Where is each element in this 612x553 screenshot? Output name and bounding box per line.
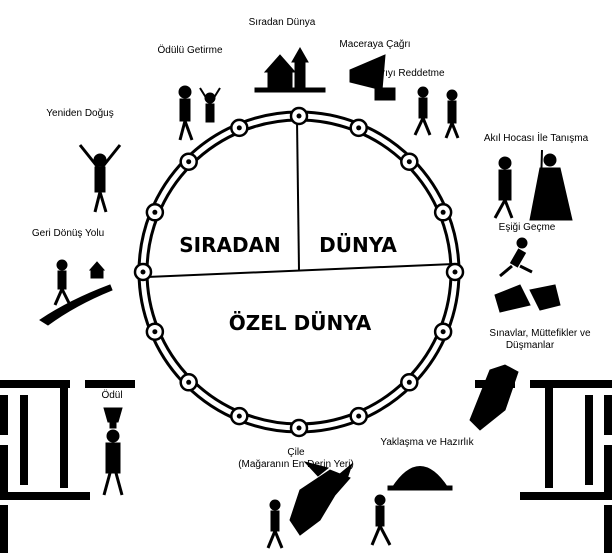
label-tests-line2: Düşmanlar: [506, 340, 555, 351]
horn-illustration: [349, 54, 396, 101]
label-return-elixir: Ödülü Getirme: [157, 44, 222, 56]
special-world-title: ÖZEL DÜNYA: [229, 311, 372, 335]
stage-node-dot: [452, 269, 458, 275]
refusal-figures-illustration: [413, 86, 460, 139]
stage-node-dot: [152, 209, 158, 215]
return-elixir-illustration: [178, 85, 221, 141]
threshold-illustration: [494, 237, 561, 313]
label-refusal: Çağrıyı Reddetme: [363, 68, 445, 79]
label-tests-line1: Sınavlar, Müttefikler ve: [489, 328, 591, 339]
label-ordeal-line1: Çile: [287, 447, 305, 458]
label-ordeal-line2: (Mağaranın En Derin Yeri): [238, 459, 354, 470]
cave-illustration: [387, 466, 453, 491]
stage-node-dot: [440, 209, 446, 215]
stage-node-dot: [406, 379, 412, 385]
dragon-illustration: [266, 461, 354, 549]
label-ordinary-world: Sıradan Dünya: [249, 17, 316, 28]
stage-node-dot: [296, 113, 302, 119]
ordinary-left-title: SIRADAN: [179, 233, 281, 257]
stage-node-dot: [440, 329, 446, 335]
stage-node-dot: [356, 413, 362, 419]
road-back-illustration: [39, 259, 113, 326]
stage-node-dot: [406, 159, 412, 165]
stage-node-dot: [186, 159, 192, 165]
divider-line: [296, 119, 300, 271]
cliff-illustration: [469, 364, 519, 431]
stage-node-dot: [152, 329, 158, 335]
resurrection-illustration: [78, 144, 122, 213]
stage-node-dot: [186, 379, 192, 385]
ordinary-right-title: DÜNYA: [319, 233, 397, 257]
label-call-to-adventure: Maceraya Çağrı: [339, 39, 410, 50]
stage-node-dot: [356, 125, 362, 131]
dashed-border: [0, 380, 612, 553]
label-crossing-threshold: Eşiği Geçme: [499, 222, 556, 233]
label-meeting-mentor: Akıl Hocası İle Tanışma: [484, 131, 589, 144]
stage-nodes: [133, 106, 465, 438]
label-reward: Ödül: [101, 389, 122, 401]
village-illustration: [254, 46, 326, 93]
stage-node-dot: [236, 413, 242, 419]
stage-node-dot: [236, 125, 242, 131]
label-approach: Yaklaşma ve Hazırlık: [380, 437, 474, 448]
reward-illustration: [102, 407, 124, 496]
mentor-illustration: [493, 149, 573, 221]
label-road-back: Geri Dönüş Yolu: [32, 228, 104, 239]
horizon-line: [146, 263, 455, 278]
stage-node-dot: [296, 425, 302, 431]
stage-node-dot: [140, 269, 146, 275]
label-resurrection: Yeniden Doğuş: [46, 108, 113, 119]
hiker-illustration: [370, 494, 392, 546]
